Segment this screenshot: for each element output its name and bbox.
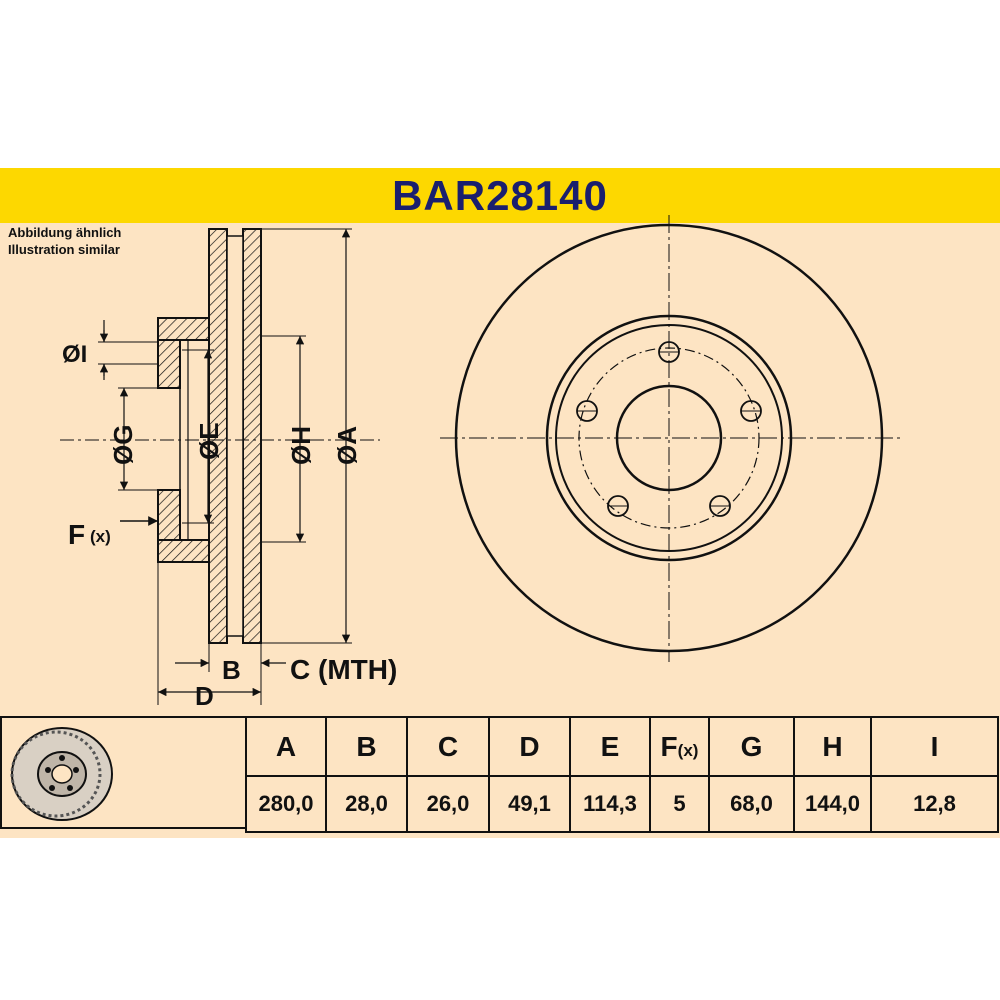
value-i: 12,8 <box>870 775 999 833</box>
disc-thumbnail-cell <box>0 716 245 829</box>
value-h: 144,0 <box>793 775 872 833</box>
header-f-sub: (x) <box>677 740 699 760</box>
header-e: E <box>569 716 651 777</box>
dimension-table: A B C D E F(x) G H I 280,0 28,0 26,0 49,… <box>245 716 999 833</box>
value-f: 5 <box>649 775 710 833</box>
table-value-row: 280,0 28,0 26,0 49,1 114,3 5 68,0 144,0 … <box>245 775 999 833</box>
header-f: F(x) <box>649 716 710 777</box>
label-dia-a: ØA <box>332 426 362 465</box>
header-d: D <box>488 716 571 777</box>
header-h: H <box>793 716 872 777</box>
table-header-row: A B C D E F(x) G H I <box>245 716 999 777</box>
header-c: C <box>406 716 490 777</box>
label-dia-e: ØE <box>194 422 224 460</box>
header-i: I <box>870 716 999 777</box>
label-c: C (MTH) <box>290 654 397 685</box>
title-banner: BAR28140 <box>0 168 1000 223</box>
brake-disc-icon <box>10 727 113 821</box>
label-dia-g: ØG <box>108 425 138 465</box>
illustration-note: Abbildung ähnlich Illustration similar <box>8 224 121 258</box>
header-f-main: F <box>660 730 678 762</box>
value-e: 114,3 <box>569 775 651 833</box>
label-f-sub: (x) <box>90 527 111 546</box>
value-a: 280,0 <box>245 775 327 833</box>
label-dia-h: ØH <box>286 426 316 465</box>
front-view <box>440 215 900 662</box>
value-c: 26,0 <box>406 775 490 833</box>
header-a: A <box>245 716 327 777</box>
label-f: F <box>68 519 85 550</box>
note-english: Illustration similar <box>8 242 120 257</box>
header-g: G <box>708 716 795 777</box>
value-d: 49,1 <box>488 775 571 833</box>
value-g: 68,0 <box>708 775 795 833</box>
part-number-title: BAR28140 <box>392 171 608 219</box>
value-b: 28,0 <box>325 775 408 833</box>
label-dia-i: ØI <box>62 341 87 368</box>
header-b: B <box>325 716 408 777</box>
label-d: D <box>195 681 214 711</box>
label-b: B <box>222 655 241 685</box>
cross-section-view <box>60 228 380 705</box>
note-german: Abbildung ähnlich <box>8 225 122 240</box>
